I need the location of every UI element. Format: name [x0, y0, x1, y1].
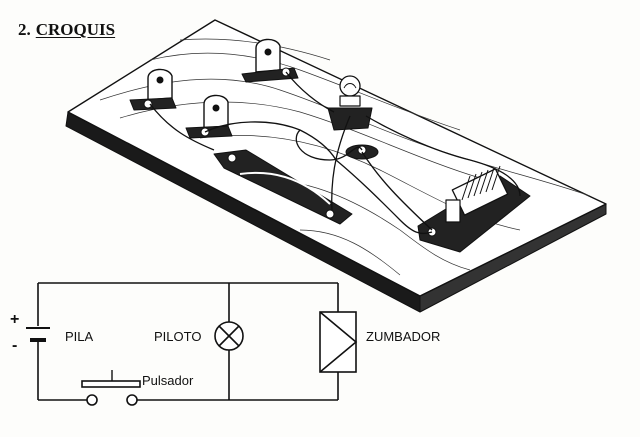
lamp-label: PILOTO	[154, 329, 201, 344]
buzzer-label: ZUMBADOR	[366, 329, 440, 344]
battery-plus-sign: +	[10, 311, 19, 328]
battery-minus-sign: -	[12, 337, 17, 354]
pilot-lamp	[327, 75, 373, 131]
terminal-bracket-1	[129, 68, 177, 111]
push-button-symbol	[81, 370, 141, 406]
wires	[149, 71, 521, 235]
terminal-bracket-3	[241, 38, 299, 83]
battery-label: PILA	[65, 329, 94, 344]
lamp-symbol	[214, 321, 244, 351]
button-label: Pulsador	[142, 373, 194, 388]
battery-symbol	[26, 327, 50, 342]
buzzer-symbol	[319, 311, 358, 373]
section-number: 2.	[18, 20, 31, 39]
board-illustration	[65, 19, 607, 313]
terminal-bracket-2	[185, 94, 233, 139]
section-heading: 2.CROQUIS	[18, 20, 115, 40]
circuit-schematic	[26, 282, 358, 406]
push-button-strip	[213, 149, 353, 225]
section-title: CROQUIS	[35, 20, 116, 39]
